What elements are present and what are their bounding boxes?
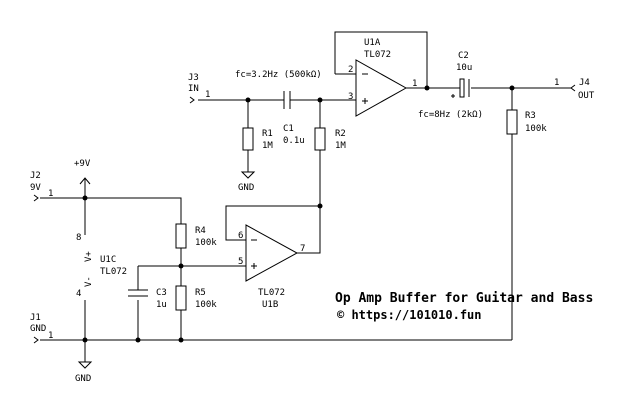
resistor-r2: R2 1M xyxy=(314,127,346,151)
svg-text:GND: GND xyxy=(75,374,91,384)
resistor-r1: R1 1M xyxy=(242,127,273,151)
svg-text:9V: 9V xyxy=(30,183,41,193)
svg-text:J3: J3 xyxy=(188,73,199,83)
fc-output-note: fc=8Hz (2kΩ) xyxy=(418,110,483,120)
capacitor-c1: C1 0.1u xyxy=(283,91,305,146)
svg-text:J2: J2 xyxy=(30,171,41,181)
svg-text:1: 1 xyxy=(48,189,53,199)
svg-text:U1B: U1B xyxy=(262,300,278,310)
svg-text:OUT: OUT xyxy=(578,91,595,101)
junctions xyxy=(82,85,515,343)
junction-dot xyxy=(82,337,88,343)
connector-j2: J2 9V 1 xyxy=(30,171,53,202)
fc-input-note: fc=3.2Hz (500kΩ) xyxy=(235,70,322,80)
svg-text:R5: R5 xyxy=(195,288,206,298)
svg-text:R3: R3 xyxy=(525,111,536,121)
ground-symbol-r1: GND xyxy=(238,171,256,193)
svg-text:5: 5 xyxy=(238,257,243,267)
svg-text:1M: 1M xyxy=(335,141,346,151)
copyright-text: © https://101010.fun xyxy=(337,308,482,322)
svg-text:U1A: U1A xyxy=(364,38,381,48)
svg-text:GND: GND xyxy=(30,324,46,334)
junction-dot xyxy=(317,203,323,209)
connector-j1: J1 GND 1 xyxy=(30,313,53,344)
capacitor-c3: C3 1u xyxy=(128,288,167,310)
wires xyxy=(40,31,571,362)
schematic-title: Op Amp Buffer for Guitar and Bass xyxy=(335,291,593,306)
svg-text:6: 6 xyxy=(238,231,243,241)
vcc-symbol: +9V xyxy=(74,159,91,185)
opamp-u1c-power: 8 4 V+ V- U1C TL072 xyxy=(76,233,127,299)
svg-text:C2: C2 xyxy=(458,51,469,61)
opamp-u1a: 2 3 1 U1A TL072 xyxy=(348,38,417,117)
svg-text:C1: C1 xyxy=(283,124,294,134)
connector-j3: J3 IN 1 xyxy=(188,73,210,104)
svg-text:2: 2 xyxy=(348,65,353,75)
capacitor-c2: C2 10u xyxy=(451,51,472,98)
svg-text:7: 7 xyxy=(300,244,305,254)
resistor-r3: R3 100k xyxy=(506,109,547,135)
svg-text:10u: 10u xyxy=(456,63,472,73)
svg-text:R2: R2 xyxy=(335,129,346,139)
svg-text:100k: 100k xyxy=(525,124,547,134)
svg-text:100k: 100k xyxy=(195,300,217,310)
svg-text:100k: 100k xyxy=(195,238,217,248)
svg-text:V+: V+ xyxy=(84,251,94,262)
resistor-r5: R5 100k xyxy=(175,285,217,311)
svg-text:1: 1 xyxy=(205,90,210,100)
svg-text:R4: R4 xyxy=(195,226,206,236)
junction-dot xyxy=(178,337,184,343)
svg-text:1: 1 xyxy=(554,78,559,88)
opamp-u1b: 6 5 7 TL072 U1B xyxy=(232,224,305,310)
svg-text:1M: 1M xyxy=(262,141,273,151)
junction-dot xyxy=(178,263,184,269)
connector-j4: J4 OUT 1 xyxy=(554,78,595,101)
ground-symbol-main: GND xyxy=(75,361,93,384)
junction-dot xyxy=(82,195,88,201)
svg-text:J1: J1 xyxy=(30,313,41,323)
svg-text:TL072: TL072 xyxy=(100,267,127,277)
svg-text:1: 1 xyxy=(48,331,53,341)
svg-text:U1C: U1C xyxy=(100,255,116,265)
svg-text:R1: R1 xyxy=(262,129,273,139)
junction-dot xyxy=(135,337,141,343)
junction-dot xyxy=(509,85,515,91)
svg-text:0.1u: 0.1u xyxy=(283,136,305,146)
resistor-r4: R4 100k xyxy=(175,223,217,249)
svg-text:GND: GND xyxy=(238,183,254,193)
svg-text:TL072: TL072 xyxy=(364,50,391,60)
svg-text:1u: 1u xyxy=(156,300,167,310)
junction-dot xyxy=(424,85,430,91)
svg-text:4: 4 xyxy=(76,289,81,299)
svg-text:J4: J4 xyxy=(579,78,590,88)
svg-text:TL072: TL072 xyxy=(258,288,285,298)
svg-text:1: 1 xyxy=(412,79,417,89)
svg-text:V-: V- xyxy=(84,276,94,287)
svg-text:IN: IN xyxy=(188,84,199,94)
junction-dot xyxy=(317,97,323,103)
svg-text:8: 8 xyxy=(76,233,81,243)
svg-text:3: 3 xyxy=(348,92,353,102)
svg-text:C3: C3 xyxy=(156,288,167,298)
junction-dot xyxy=(245,97,251,103)
svg-text:+9V: +9V xyxy=(74,159,91,169)
